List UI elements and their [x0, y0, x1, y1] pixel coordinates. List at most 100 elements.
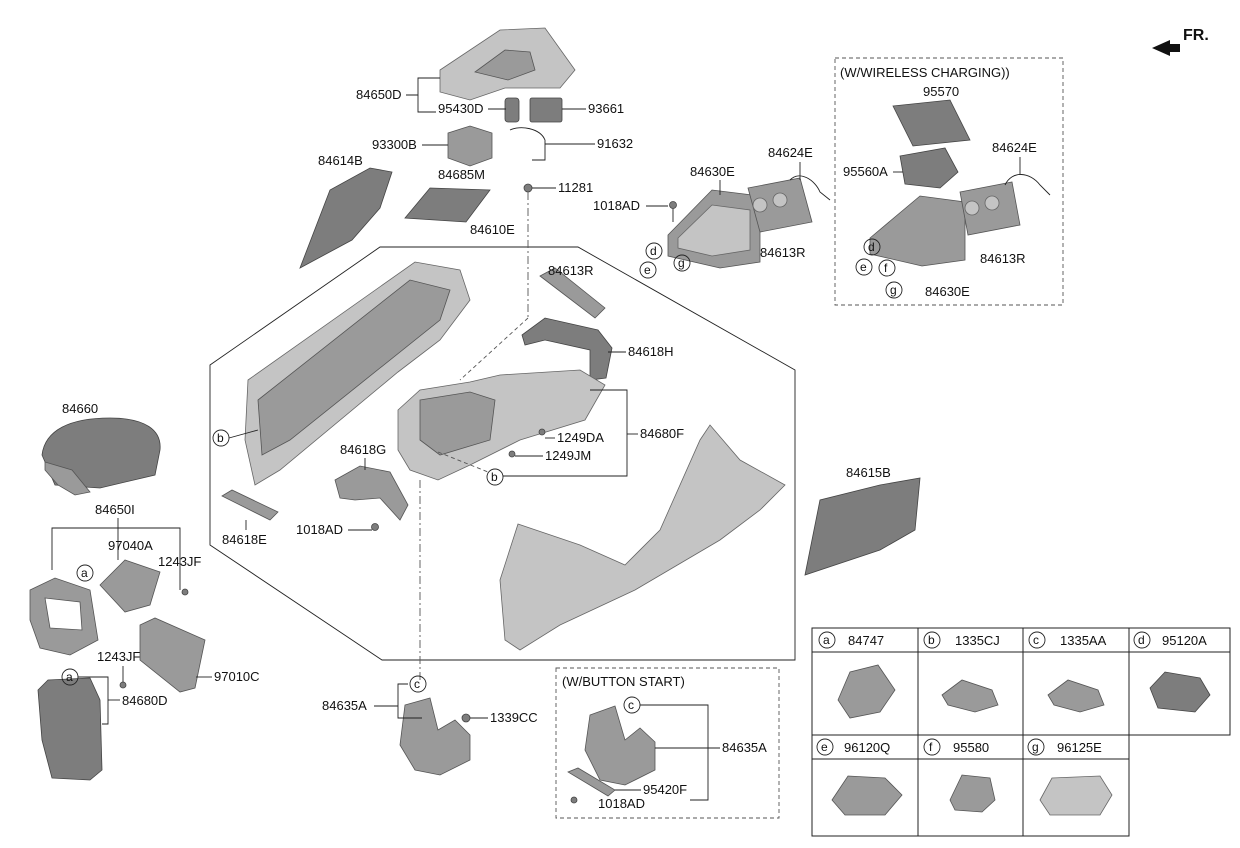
label-84680F: 84680F [640, 426, 684, 441]
legend-letter-a: a [823, 633, 830, 647]
label-93300B: 93300B [372, 137, 417, 152]
legend-item-a: a 84747 [818, 631, 896, 719]
legend-part-b: 1335CJ [955, 633, 1000, 648]
label-84635A-bottom: 84635A [322, 698, 367, 713]
legend-image-e [831, 775, 903, 816]
label-84615B: 84615B [846, 465, 891, 480]
wireless-charging-title: (W/WIRELESS CHARGING)) [840, 65, 1010, 80]
legend-part-g: 96125E [1057, 740, 1102, 755]
label-1249JM: 1249JM [545, 448, 591, 463]
legend-item-b: b 1335CJ [923, 631, 1000, 713]
label-11281: 11281 [558, 180, 593, 195]
part-84618H-bracket [521, 317, 613, 381]
callout-b-frame-letter: b [217, 431, 224, 445]
legend-image-c [1047, 679, 1105, 713]
part-97040A-vent [99, 559, 161, 613]
label-84660: 84660 [62, 401, 98, 416]
front-arrow-icon [1152, 40, 1180, 56]
label-1018AD-top: 1018AD [593, 198, 640, 213]
label-84650I: 84650I [95, 502, 135, 517]
callout-e-top [639, 261, 657, 279]
part-84680D-panel [37, 677, 103, 781]
legend-letter-f: f [929, 740, 933, 754]
wireless-charging-parts [869, 99, 1051, 267]
label-91632: 91632 [597, 136, 633, 151]
label-1339CC: 1339CC [490, 710, 538, 725]
callout-e-wireless-letter: e [860, 260, 867, 274]
callout-d-wireless-letter: d [868, 240, 875, 254]
label-84613R-wireless: 84613R [980, 251, 1026, 266]
label-84613R-main: 84613R [548, 263, 594, 278]
label-95420F: 95420F [643, 782, 687, 797]
callout-f-wireless-letter: f [884, 261, 888, 275]
label-1018AD-buttonstart: 1018AD [598, 796, 645, 811]
legend-image-d [1149, 671, 1211, 713]
callout-a-panel-letter: a [66, 670, 73, 684]
legend-letter-g: g [1032, 740, 1039, 754]
label-1243JF-top: 1243JF [158, 554, 201, 569]
label-95430D: 95430D [438, 101, 484, 116]
legend-letter-c: c [1033, 633, 1039, 647]
label-84618G: 84618G [340, 442, 386, 457]
legend-item-g: g 96125E [1027, 738, 1113, 816]
label-84624E-wireless: 84624E [992, 140, 1037, 155]
legend-letter-e: e [821, 740, 828, 754]
bracket-group-top [667, 175, 831, 269]
legend-image-b [941, 679, 999, 713]
main-frame-parts [221, 261, 786, 651]
legend-letter-b: b [928, 633, 935, 647]
part-84635A-shape [399, 697, 471, 776]
legend-part-d: 95120A [1162, 633, 1207, 648]
legend-table: a 84747 b 1335CJ c 1335AA d 95120A e [811, 627, 1231, 837]
callout-g-top-letter: g [678, 256, 685, 270]
label-84685M: 84685M [438, 167, 485, 182]
label-84618E: 84618E [222, 532, 267, 547]
label-95560A: 95560A [843, 164, 888, 179]
part-97010C-pocket [139, 617, 206, 693]
callout-g-wireless-letter: g [890, 283, 897, 297]
label-97040A: 97040A [108, 538, 153, 553]
label-1243JF-bottom: 1243JF [97, 649, 140, 664]
button-start-parts [567, 705, 656, 804]
legend-item-f: f 95580 [923, 738, 996, 813]
callout-e-top-letter: e [644, 263, 651, 277]
label-84613R-top: 84613R [760, 245, 806, 260]
callout-a-bezel [76, 564, 94, 582]
callout-g-wireless [885, 281, 903, 299]
legend-item-c: c 1335AA [1028, 631, 1107, 713]
callout-c-bottom [409, 675, 427, 693]
label-84635A-buttonstart: 84635A [722, 740, 767, 755]
front-label: FR. [1183, 27, 1209, 44]
label-97010C: 97010C [214, 669, 260, 684]
label-84680D: 84680D [122, 693, 168, 708]
part-84615B-shape [804, 477, 921, 576]
legend-image-g [1039, 775, 1113, 816]
callout-e-wireless [855, 258, 873, 276]
wireless-charging-box [834, 57, 1064, 306]
label-1018AD-main: 1018AD [296, 522, 343, 537]
part-84618E-bar [221, 489, 279, 521]
callout-c-bottom-letter: c [414, 677, 420, 691]
legend-image-f [949, 774, 996, 813]
legend-part-c: 1335AA [1060, 633, 1107, 648]
legend-part-a: 84747 [848, 633, 884, 648]
callout-b-box [486, 468, 504, 486]
label-1249DA: 1249DA [557, 430, 604, 445]
armrest-group [41, 417, 161, 496]
label-84624E-top: 84624E [768, 145, 813, 160]
part-84680F-console [499, 424, 786, 651]
front-direction-indicator: FR. [1152, 27, 1209, 56]
callout-d-top-letter: d [650, 244, 657, 258]
button-start-box [555, 667, 780, 819]
legend-image-a [837, 664, 896, 719]
part-84614B-shape [299, 167, 393, 269]
label-84614B: 84614B [318, 153, 363, 168]
label-93661: 93661 [588, 101, 624, 116]
shifter-bezel-group [299, 27, 576, 269]
part-84613R-bar [539, 267, 606, 319]
callout-d-top [645, 242, 663, 260]
callout-g-top [673, 254, 691, 272]
label-84610E: 84610E [470, 222, 515, 237]
label-84618H: 84618H [628, 344, 674, 359]
